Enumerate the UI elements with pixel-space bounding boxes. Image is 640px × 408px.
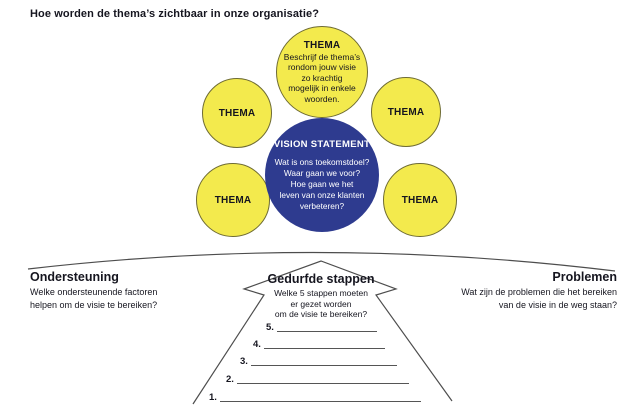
theme-circle-lower-left: THEMA <box>196 163 270 237</box>
theme-circle-upper-left-label: THEMA <box>218 107 256 119</box>
theme-circle-lower-left-label: THEMA <box>214 194 252 206</box>
section-support-description: Welke ondersteunende factoren helpen om … <box>30 287 158 310</box>
section-problems: Problemen Wat zijn de problemen die het … <box>461 270 617 312</box>
vision-statement-description: Wat is ons toekomstdoel? Waar gaan we vo… <box>274 156 370 211</box>
vision-statement-label: VISION STATEMENT <box>273 138 371 150</box>
theme-circle-lower-right: THEMA <box>383 163 457 237</box>
step-blank-line-3 <box>250 364 397 366</box>
step-blank-line-4 <box>263 347 385 349</box>
section-support: Ondersteuning Welke ondersteunende facto… <box>30 270 157 312</box>
step-number-4: 4. <box>253 339 261 350</box>
step-number-3: 3. <box>240 356 248 367</box>
theme-circle-lower-right-label: THEMA <box>401 194 439 206</box>
section-steps: Gedurfde stappen Welke 5 stappen moeten … <box>241 272 401 320</box>
section-problems-description: Wat zijn de problemen die het bereiken v… <box>461 287 617 310</box>
section-steps-title: Gedurfde stappen <box>267 272 375 286</box>
horizon-arc-line <box>27 251 616 272</box>
step-number-2: 2. <box>226 374 234 385</box>
step-blank-line-2 <box>236 382 409 384</box>
section-support-title: Ondersteuning <box>30 270 119 284</box>
step-row-5: 5. <box>266 321 377 333</box>
step-row-4: 4. <box>253 338 385 350</box>
step-row-1: 1. <box>209 391 421 403</box>
step-number-1: 1. <box>209 392 217 403</box>
step-row-3: 3. <box>240 355 397 367</box>
theme-circle-upper-right: THEMA <box>371 77 441 147</box>
vision-statement-circle: VISION STATEMENT Wat is ons toekomstdoel… <box>265 118 379 232</box>
theme-circle-upper-left: THEMA <box>202 78 272 148</box>
theme-circle-upper-right-label: THEMA <box>387 106 425 118</box>
theme-circle-top: THEMA Beschrijf de thema’s rondom jouw v… <box>276 26 368 118</box>
theme-circle-top-description: Beschrijf de thema’s rondom jouw visie z… <box>283 51 361 104</box>
step-number-5: 5. <box>266 322 274 333</box>
step-blank-line-5 <box>276 330 377 332</box>
step-row-2: 2. <box>226 373 409 385</box>
step-blank-line-1 <box>219 400 421 402</box>
page-title: Hoe worden de thema’s zichtbaar in onze … <box>30 8 320 20</box>
section-problems-title: Problemen <box>552 270 617 284</box>
section-steps-description: Welke 5 stappen moeten er gezet worden o… <box>274 288 368 319</box>
theme-circle-top-label: THEMA <box>303 39 341 51</box>
